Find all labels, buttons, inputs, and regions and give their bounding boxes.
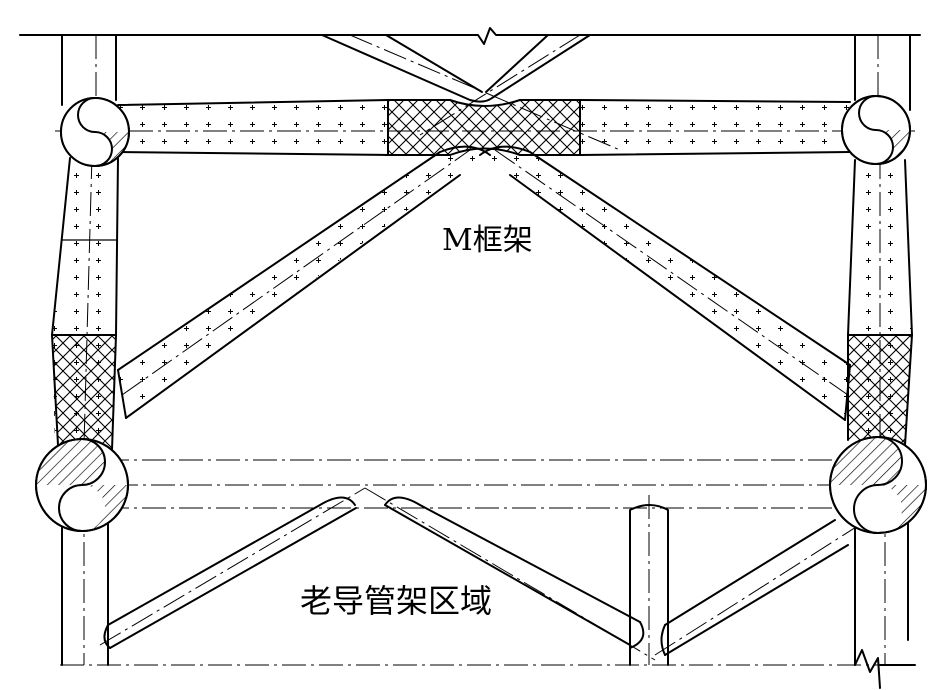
- old-jacket-label: 老导管架区域: [300, 582, 492, 620]
- old-jacket-braces: [99, 487, 876, 661]
- top-break-line: [19, 27, 921, 45]
- node-top-right: [841, 95, 911, 165]
- m-frame-left-diagonal: [117, 145, 491, 419]
- m-frame-right-column: [847, 155, 913, 446]
- node-top-left: [60, 97, 130, 167]
- stub-pipe: [629, 495, 669, 666]
- elevation-lines: [40, 459, 920, 666]
- node-bottom-left: [35, 438, 129, 532]
- node-bottom-right: [829, 436, 927, 534]
- m-frame-top-beam: [55, 99, 915, 156]
- m-frame-label: M框架: [442, 223, 533, 258]
- upper-x-brace: [321, 34, 621, 151]
- m-frame-left-column: [51, 154, 119, 455]
- m-frame-right-diagonal: [479, 145, 851, 421]
- bottom-break-line: [854, 649, 916, 689]
